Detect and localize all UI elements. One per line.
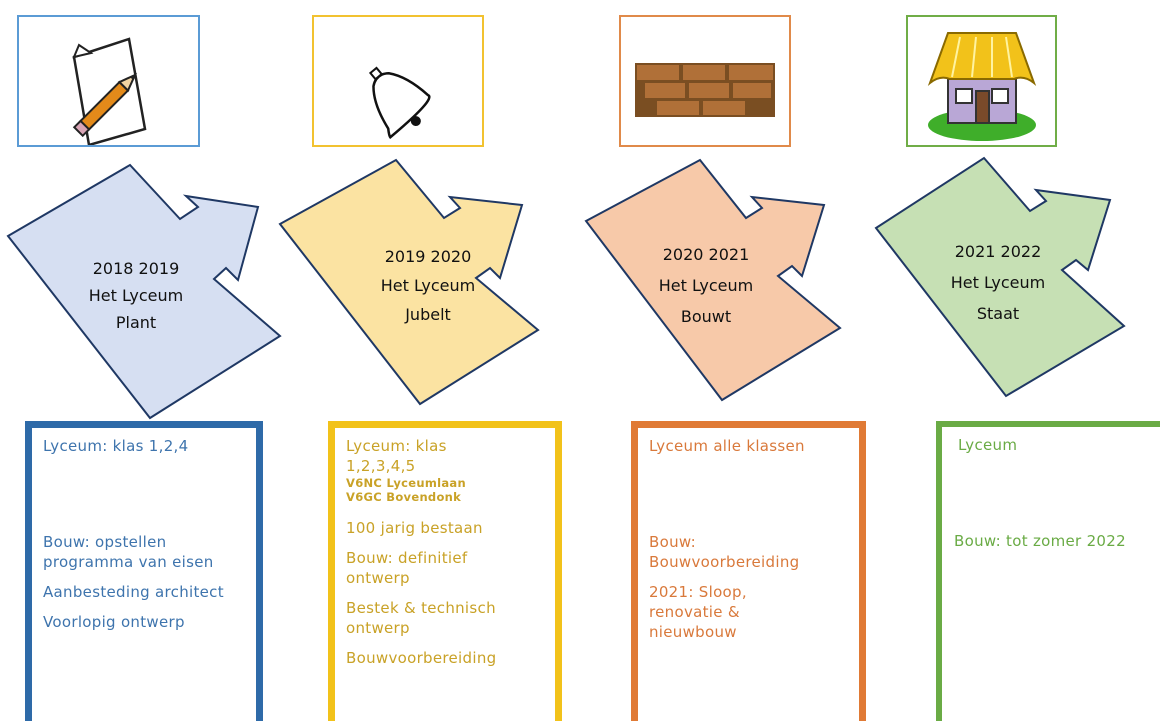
phase3-name: Het Lyceum xyxy=(658,276,754,295)
phase1-item-1: Bouw: opstellen programma van eisen xyxy=(43,533,214,571)
phase2-icon-box xyxy=(312,15,484,147)
phase1-item-3: Voorlopig ontwerp xyxy=(43,613,185,631)
phase1-icon-box xyxy=(17,15,200,147)
phase4-panel: Lyceum Bouw: tot zomer 2022 xyxy=(936,421,1160,721)
phase4-name: Het Lyceum xyxy=(950,273,1046,292)
phase3-verb: Bouwt xyxy=(680,307,732,326)
phase3-panel-title: Lyceum alle klassen xyxy=(649,437,805,455)
phase4-item-1: Bouw: tot zomer 2022 xyxy=(954,532,1126,550)
phase4-verb: Staat xyxy=(976,304,1020,323)
arrows-layer xyxy=(6,156,1126,420)
phase3-panel: Lyceum alle klassen Bouw: Bouwvoorbereid… xyxy=(631,421,866,721)
phase2-sub-2: V6GC Bovendonk xyxy=(346,490,462,504)
phase3-icon-box xyxy=(619,15,791,147)
phase3-years: 2020 2021 xyxy=(662,245,750,264)
phase4-years: 2021 2022 xyxy=(954,242,1042,261)
phase3-arrow-text: 2020 2021 Het Lyceum Bouwt xyxy=(606,245,806,326)
phase2-years: 2019 2020 xyxy=(384,247,472,266)
phase3-arrow xyxy=(584,158,842,402)
bell-icon xyxy=(368,66,431,140)
phase2-sub-1: V6NC Lyceumlaan xyxy=(346,476,466,490)
phase1-arrow-text: 2018 2019 Het Lyceum Plant xyxy=(36,259,236,332)
phase2-verb: Jubelt xyxy=(405,305,451,324)
pencil-paper-icon xyxy=(72,37,147,145)
phase2-arrow-text: 2019 2020 Het Lyceum Jubelt xyxy=(328,247,528,324)
phase2-item-4: Bouwvoorbereiding xyxy=(346,649,497,667)
phase4-arrow xyxy=(874,156,1126,398)
phase1-arrow xyxy=(6,163,282,420)
phase3-item-1: Bouw: Bouwvoorbereiding xyxy=(649,533,800,571)
phase1-panel-title: Lyceum: klas 1,2,4 xyxy=(43,437,189,455)
phase2-panel-title: Lyceum: klas 1,2,3,4,5 xyxy=(346,437,447,475)
phase2-name: Het Lyceum xyxy=(380,276,476,295)
phase1-years: 2018 2019 xyxy=(92,259,180,278)
phase2-item-1: 100 jarig bestaan xyxy=(346,519,483,537)
phase1-item-2: Aanbesteding architect xyxy=(43,583,224,601)
phase1-name: Het Lyceum xyxy=(88,286,184,305)
phase1-verb: Plant xyxy=(115,313,157,332)
phase4-icon-box xyxy=(906,15,1057,147)
phase2-item-2: Bouw: definitief ontwerp xyxy=(346,549,468,587)
phase1-panel: Lyceum: klas 1,2,4 Bouw: opstellen progr… xyxy=(25,421,263,721)
bricks-icon xyxy=(635,63,775,117)
phase2-panel: Lyceum: klas 1,2,3,4,5 V6NC Lyceumlaan V… xyxy=(328,421,562,721)
phase2-item-3: Bestek & technisch ontwerp xyxy=(346,599,496,637)
house-icon xyxy=(927,32,1037,141)
phase3-item-2: 2021: Sloop, renovatie & nieuwbouw xyxy=(649,583,747,641)
phase4-panel-title: Lyceum xyxy=(958,436,1018,454)
phase4-arrow-text: 2021 2022 Het Lyceum Staat xyxy=(898,242,1098,323)
phase2-arrow xyxy=(278,158,540,406)
